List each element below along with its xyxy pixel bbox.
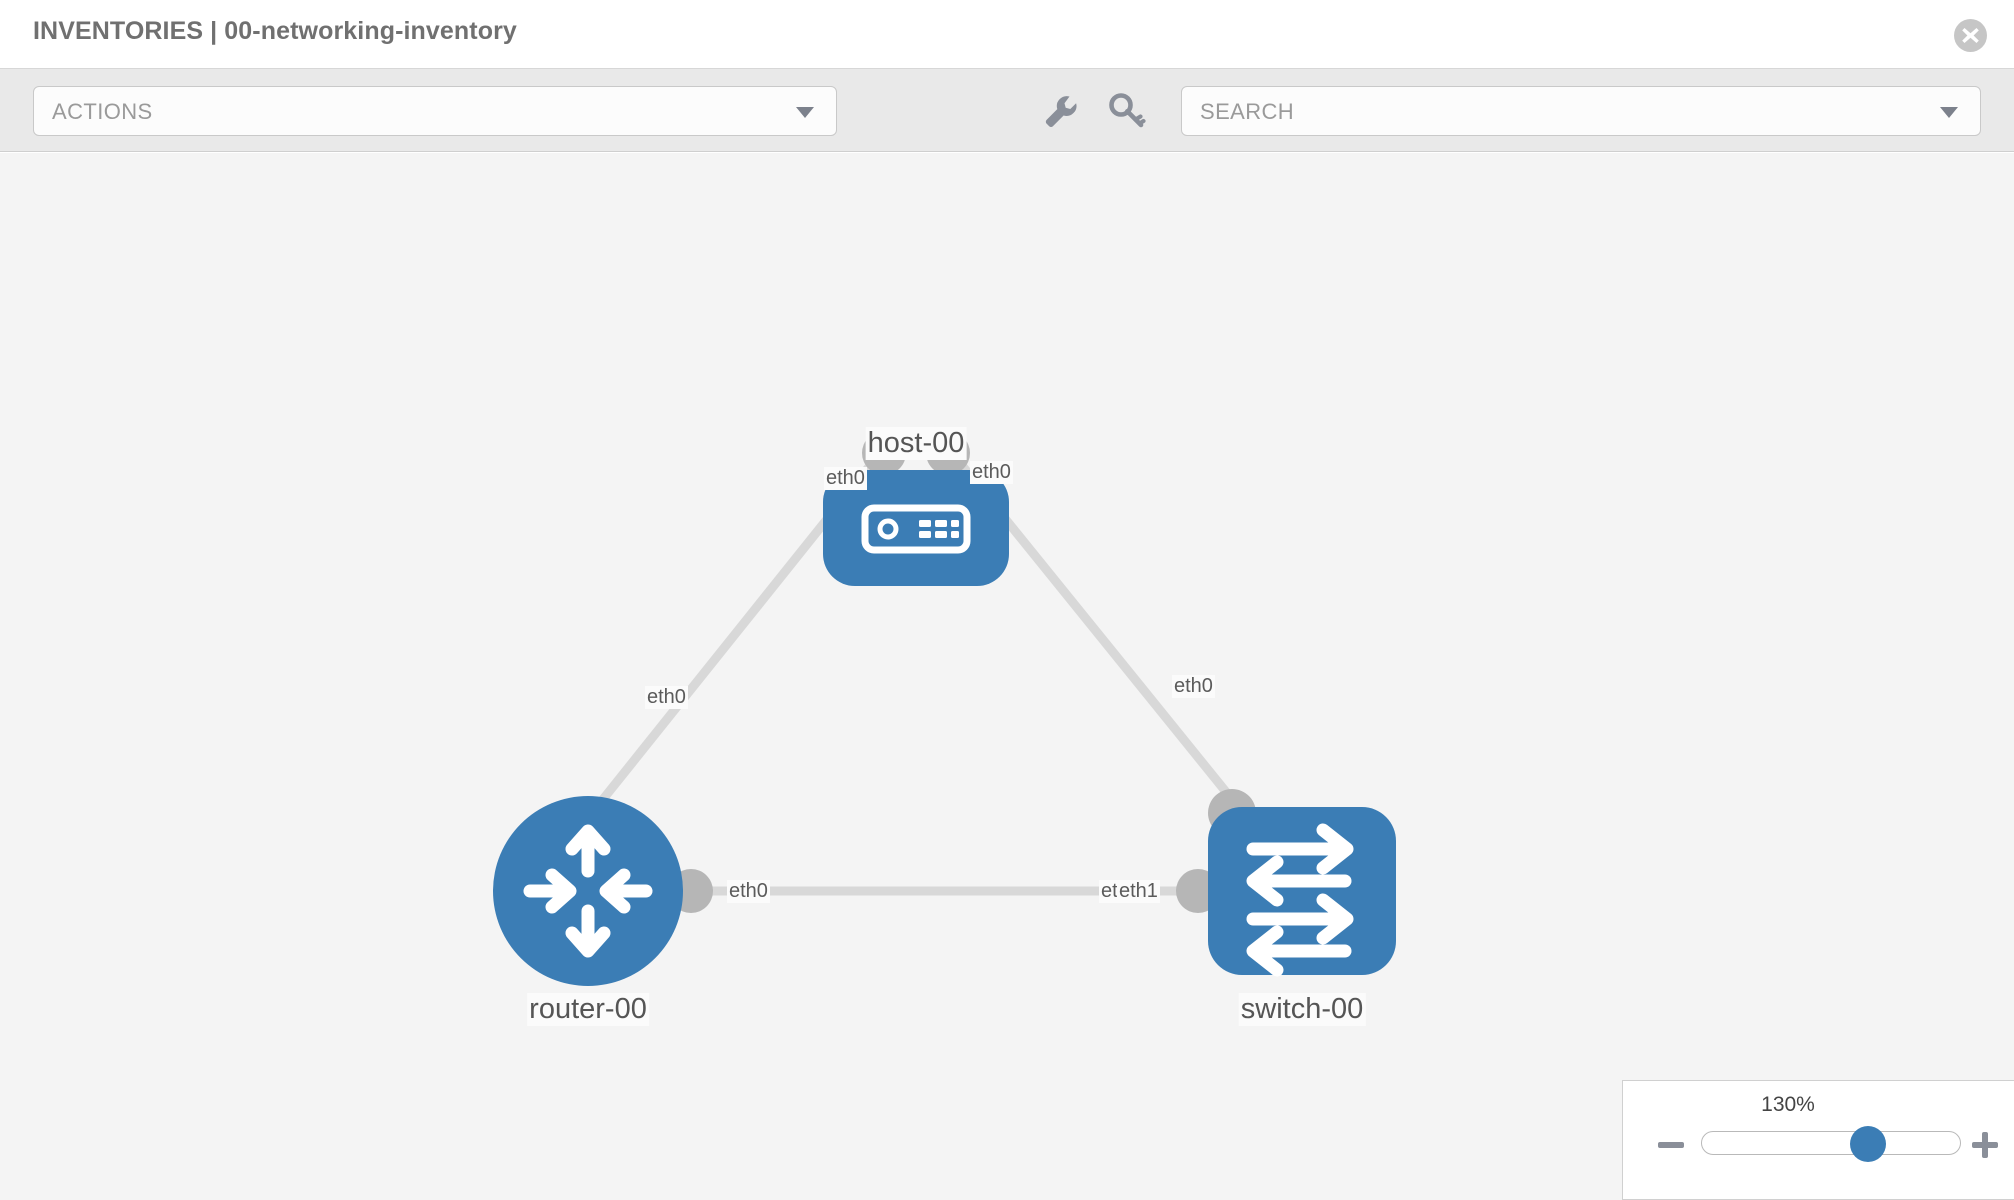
actions-dropdown[interactable]: ACTIONS (33, 86, 837, 136)
iface-label-switch00-eth1: eth1 (1117, 880, 1160, 903)
toolbar: ACTIONS SEARCH (0, 69, 2014, 152)
node-router-00-shape (493, 796, 683, 986)
router-arrows-icon (523, 824, 653, 958)
plus-icon[interactable] (1970, 1130, 2000, 1160)
zoom-slider-handle[interactable] (1850, 1126, 1886, 1162)
wrench-icon[interactable] (1038, 89, 1082, 133)
zoom-control-panel: 130% (1622, 1080, 2014, 1200)
actions-dropdown-label: ACTIONS (52, 99, 153, 124)
iface-label-host00-right: eth0 (970, 461, 1013, 484)
chevron-down-icon (796, 107, 814, 118)
zoom-slider[interactable] (1701, 1126, 1961, 1162)
node-label-host-00: host-00 (865, 427, 967, 460)
page-header: INVENTORIES | 00-networking-inventory (0, 0, 2014, 69)
node-switch-00[interactable] (1208, 807, 1396, 977)
node-label-router-00: router-00 (527, 993, 649, 1026)
iface-label-host00-left: eth0 (824, 467, 867, 490)
search-placeholder: SEARCH (1200, 99, 1295, 124)
topology-graph (493, 431, 1396, 986)
node-host-00-shape (823, 470, 1009, 586)
iface-label-router00-uplink: eth0 (645, 686, 688, 709)
node-label-switch-00: switch-00 (1238, 993, 1366, 1026)
search-input[interactable]: SEARCH (1181, 86, 1981, 136)
iface-label-router00-eth0: eth0 (727, 880, 770, 903)
switch-arrows-icon (1246, 823, 1354, 977)
close-icon[interactable] (1954, 19, 1987, 52)
topology-canvas[interactable]: host-00 router-00 switch-00 eth0 eth0 et… (0, 153, 2014, 1200)
server-icon (861, 504, 971, 554)
minus-icon[interactable] (1656, 1130, 1686, 1160)
node-router-00[interactable] (493, 796, 683, 986)
key-icon[interactable] (1105, 89, 1149, 133)
iface-label-switch00-uplink: eth0 (1172, 675, 1215, 698)
node-host-00[interactable] (823, 470, 1009, 586)
chevron-down-icon[interactable] (1940, 107, 1958, 118)
page-title: INVENTORIES | 00-networking-inventory (33, 17, 517, 45)
zoom-level-value: 130% (1761, 1093, 1815, 1116)
